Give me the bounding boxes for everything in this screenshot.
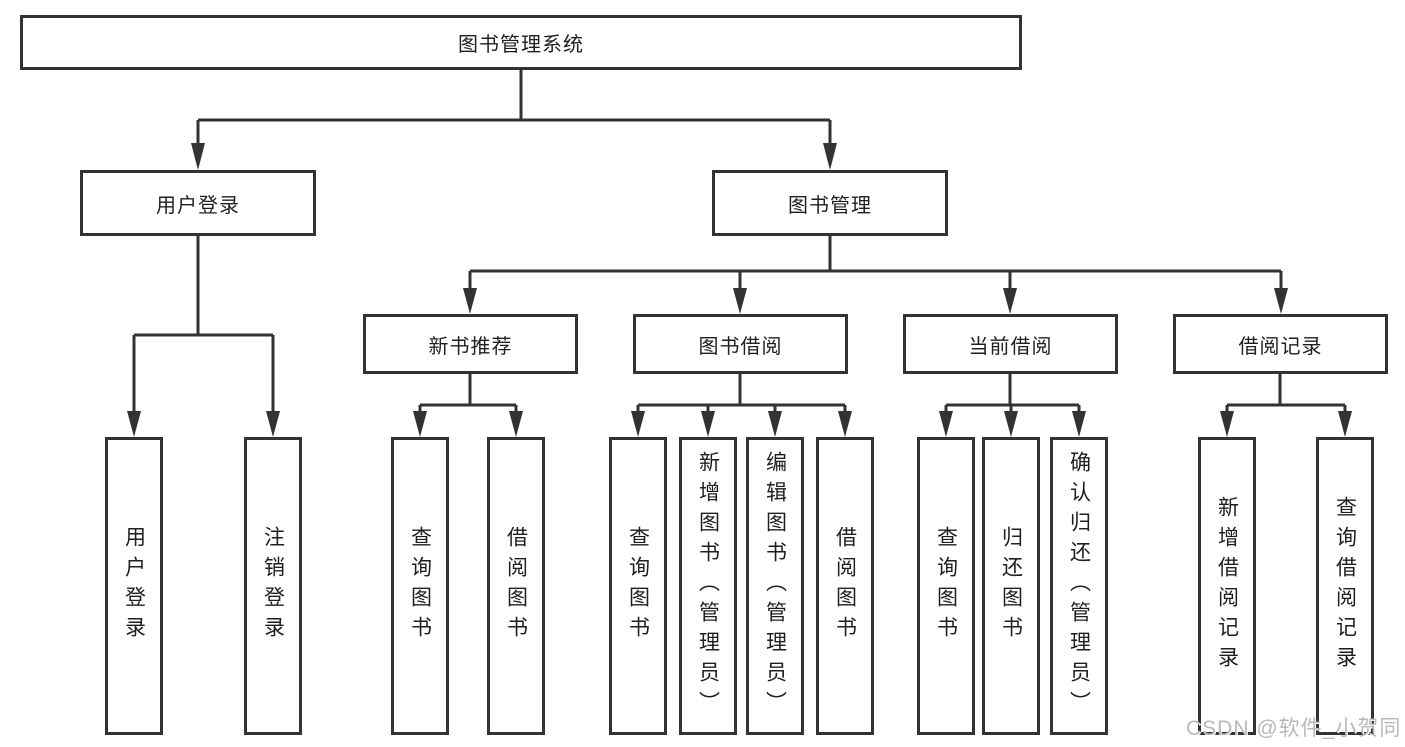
node-label: 用户登录 [122, 526, 146, 646]
leaf-query-books-current: 查询图书 [917, 437, 975, 735]
node-label: 当前借阅 [968, 335, 1053, 358]
node-label: 查询图书 [408, 526, 432, 646]
leaf-user-login: 用户登录 [105, 437, 163, 735]
node-book-management-branch: 图书管理 [712, 170, 948, 236]
leaf-query-borrow-record: 查询借阅记录 [1316, 437, 1374, 735]
leaf-logout: 注销登录 [244, 437, 302, 735]
node-current-borrow: 当前借阅 [903, 314, 1118, 374]
leaf-borrow-books-recommend: 借阅图书 [487, 437, 545, 735]
node-label: 用户登录 [156, 194, 240, 217]
node-label: 借阅图书 [504, 526, 528, 646]
node-label: 借阅记录 [1238, 335, 1323, 358]
node-book-borrow: 图书借阅 [633, 314, 848, 374]
leaf-return-books: 归还图书 [982, 437, 1040, 735]
node-label: 查询图书 [934, 526, 958, 646]
leaf-edit-books-admin: 编辑图书（管理员） [746, 437, 804, 735]
csdn-watermark: CSDN @软件_小贺同学 [1186, 717, 1402, 740]
node-label: 图书管理 [788, 194, 872, 217]
node-label: 编辑图书（管理员） [763, 451, 787, 721]
node-label: 图书借阅 [698, 335, 783, 358]
leaf-query-books-borrow: 查询图书 [609, 437, 667, 735]
node-borrow-records: 借阅记录 [1173, 314, 1388, 374]
node-label: 图书管理系统 [458, 34, 584, 56]
leaf-add-books-admin: 新增图书（管理员） [679, 437, 737, 735]
leaf-borrow-books: 借阅图书 [816, 437, 874, 735]
node-user-login-branch: 用户登录 [80, 170, 316, 236]
arrowhead-icons [127, 143, 1352, 437]
node-label: 借阅图书 [833, 526, 857, 646]
node-label: 查询借阅记录 [1333, 496, 1357, 676]
leaf-query-books-recommend: 查询图书 [391, 437, 449, 735]
node-new-book-recommend: 新书推荐 [363, 314, 578, 374]
node-label: 新书推荐 [428, 335, 513, 358]
node-label: 确认归还（管理员） [1067, 451, 1091, 721]
node-label: 新增借阅记录 [1215, 496, 1239, 676]
node-label: 注销登录 [261, 526, 285, 646]
node-label: 查询图书 [626, 526, 650, 646]
node-label: 新增图书（管理员） [696, 451, 720, 721]
leaf-add-borrow-record: 新增借阅记录 [1198, 437, 1256, 735]
node-label: 归还图书 [999, 526, 1023, 646]
node-root-system: 图书管理系统 [20, 15, 1022, 70]
leaf-confirm-return-admin: 确认归还（管理员） [1050, 437, 1108, 735]
